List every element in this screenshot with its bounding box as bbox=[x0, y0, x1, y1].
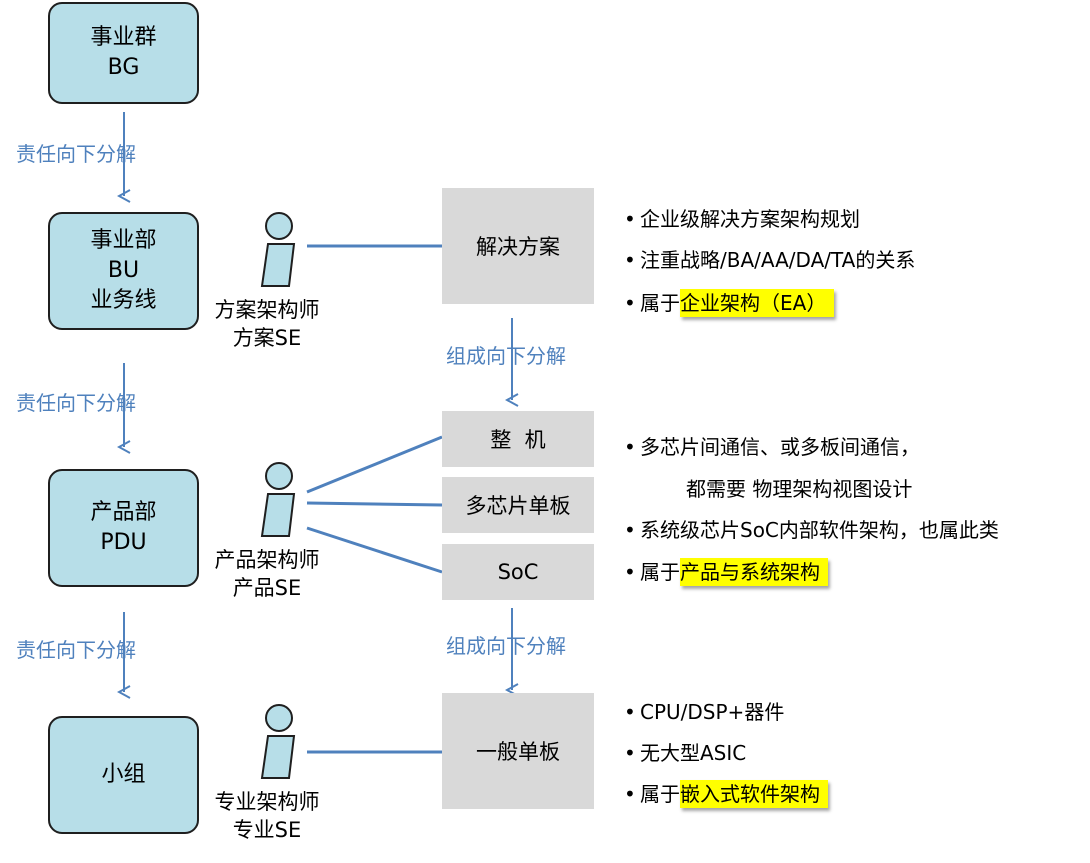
bullet-dot: • bbox=[624, 518, 636, 542]
bullet-text: 企业级解决方案架构规划 bbox=[640, 207, 860, 231]
connector-machine bbox=[306, 435, 443, 494]
bullet-text: 注重战略/BA/AA/DA/TA的关系 bbox=[640, 248, 916, 272]
role-label-solution: 方案架构师 方案SE bbox=[202, 296, 332, 352]
bullet-text: 属于 bbox=[640, 291, 680, 315]
org-box-bg: 事业群 BG bbox=[48, 2, 199, 104]
level-box-multi-chip: 多芯片单板 bbox=[442, 477, 594, 533]
person-icon bbox=[260, 212, 296, 287]
org-box-pdu: 产品部 PDU bbox=[48, 469, 199, 587]
bullet-item: •属于产品与系统架构 bbox=[624, 557, 828, 587]
org-box-line: 事业部 bbox=[90, 228, 157, 253]
bullet-text: 无大型ASIC bbox=[640, 741, 747, 765]
bullet-dot: • bbox=[624, 435, 636, 459]
connector-multi-chip bbox=[306, 501, 443, 507]
level-box-machine: 整 机 bbox=[442, 411, 594, 467]
org-box-bu: 事业部 BU 业务线 bbox=[48, 212, 199, 330]
role-abbr: 专业SE bbox=[232, 818, 302, 842]
role-label-product: 产品架构师 产品SE bbox=[202, 546, 332, 602]
org-box-line: 产品部 bbox=[90, 500, 157, 525]
role-abbr: 方案SE bbox=[232, 326, 302, 350]
responsibility-label: 责任向下分解 bbox=[16, 142, 136, 166]
bullet-item: •多芯片间通信、或多板间通信， bbox=[624, 432, 920, 462]
connector-soc bbox=[306, 526, 443, 574]
bullet-dot: • bbox=[624, 782, 636, 806]
bullet-continuation: 都需要 物理架构视图设计 bbox=[686, 477, 913, 501]
org-box-line: BU bbox=[107, 258, 140, 283]
bullet-dot: • bbox=[624, 291, 636, 315]
role-title: 方案架构师 bbox=[214, 298, 320, 322]
bullet-item: •属于嵌入式软件架构 bbox=[624, 779, 828, 809]
bullet-item: •系统级芯片SoC内部软件架构，也属此类 bbox=[624, 515, 999, 545]
responsibility-label: 责任向下分解 bbox=[16, 638, 136, 662]
org-box-line: 业务线 bbox=[90, 288, 157, 313]
org-box-team: 小组 bbox=[48, 716, 199, 834]
responsibility-label: 责任向下分解 bbox=[16, 391, 136, 415]
org-box-line: PDU bbox=[100, 530, 147, 555]
bullet-text: 属于 bbox=[640, 560, 680, 584]
highlighted-category: 嵌入式软件架构 bbox=[680, 780, 828, 808]
highlighted-category: 产品与系统架构 bbox=[680, 558, 828, 586]
org-box-line: BG bbox=[107, 55, 140, 80]
bullet-text: 系统级芯片SoC内部软件架构，也属此类 bbox=[640, 518, 999, 542]
role-title: 专业架构师 bbox=[214, 790, 320, 814]
bullet-item: •企业级解决方案架构规划 bbox=[624, 204, 860, 234]
level-box-single-board: 一般单板 bbox=[442, 693, 594, 809]
bullet-dot: • bbox=[624, 700, 636, 724]
bullet-text: CPU/DSP+器件 bbox=[640, 700, 785, 724]
role-abbr: 产品SE bbox=[232, 576, 302, 600]
bullet-item: •属于企业架构（EA） bbox=[624, 288, 835, 318]
bullet-item: •CPU/DSP+器件 bbox=[624, 697, 784, 727]
bullet-item: •无大型ASIC bbox=[624, 738, 746, 768]
bullet-item: •注重战略/BA/AA/DA/TA的关系 bbox=[624, 245, 915, 275]
person-icon bbox=[260, 704, 296, 779]
bullet-text: 多芯片间通信、或多板间通信， bbox=[640, 435, 920, 459]
role-title: 产品架构师 bbox=[214, 548, 320, 572]
bullet-dot: • bbox=[624, 207, 636, 231]
org-box-line: 事业群 bbox=[90, 25, 157, 50]
composition-label: 组成向下分解 bbox=[446, 344, 566, 368]
level-box-soc: SoC bbox=[442, 544, 594, 600]
org-box-line: 小组 bbox=[101, 762, 146, 787]
composition-label: 组成向下分解 bbox=[446, 634, 566, 658]
bullet-dot: • bbox=[624, 741, 636, 765]
highlighted-category: 企业架构（EA） bbox=[680, 289, 835, 317]
person-icon bbox=[260, 462, 296, 537]
bullet-dot: • bbox=[624, 560, 636, 584]
role-label-specialist: 专业架构师 专业SE bbox=[202, 788, 332, 844]
bullet-text: 属于 bbox=[640, 782, 680, 806]
bullet-dot: • bbox=[624, 248, 636, 272]
level-box-solution: 解决方案 bbox=[442, 188, 594, 304]
